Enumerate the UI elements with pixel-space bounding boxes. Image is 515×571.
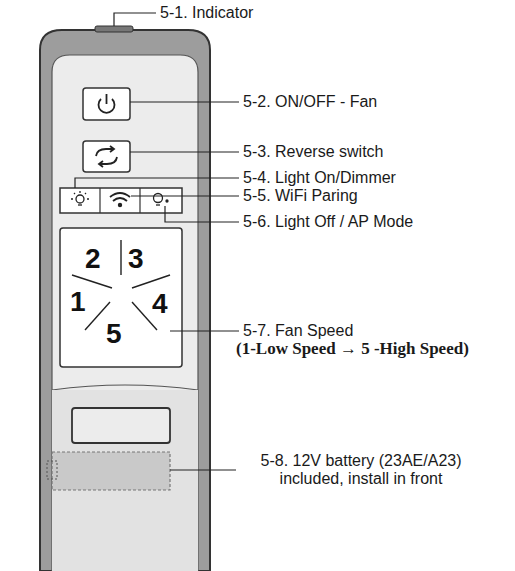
bulb-on-icon: [71, 191, 89, 205]
speed-number: 2: [85, 243, 101, 275]
indicator-light: [95, 26, 133, 32]
speed-pad: 23 1 45: [60, 228, 182, 367]
light-buttons: [60, 188, 182, 213]
leader-lines: [75, 13, 239, 470]
reverse-icon: [96, 146, 117, 167]
speed-number: 1: [70, 286, 86, 318]
speed-number: 3: [128, 243, 144, 275]
bulb-off-icon: [154, 194, 169, 206]
pad-dividers: [72, 240, 170, 330]
speed-number: 4: [152, 288, 168, 320]
callout-label: 5-4. Light On/Dimmer: [243, 169, 396, 187]
callout-label: 5-7. Fan Speed: [243, 322, 353, 340]
callout-label: 5-6. Light Off / AP Mode: [243, 213, 413, 231]
wifi-icon: [110, 193, 130, 206]
power-button: [83, 88, 130, 120]
callout-label: 5-3. Reverse switch: [243, 143, 384, 161]
speed-pad: [60, 228, 182, 367]
callout-label: 5-2. ON/OFF - Fan: [243, 93, 377, 111]
remote-face: [52, 55, 198, 571]
callout-label: 5-8. 12V battery (23AE/A23) included, in…: [236, 452, 486, 488]
battery-cover: [72, 408, 170, 443]
callout-label: 5-5. WiFi Paring: [243, 187, 358, 205]
battery-compartment: [52, 452, 170, 490]
remote-body: [40, 30, 210, 571]
speed-number: 5: [106, 318, 122, 350]
reverse-button: [83, 141, 130, 172]
callout-label: 5-1. Indicator: [160, 4, 253, 22]
callout-label: (1-Low Speed → 5 -High Speed): [236, 340, 469, 358]
